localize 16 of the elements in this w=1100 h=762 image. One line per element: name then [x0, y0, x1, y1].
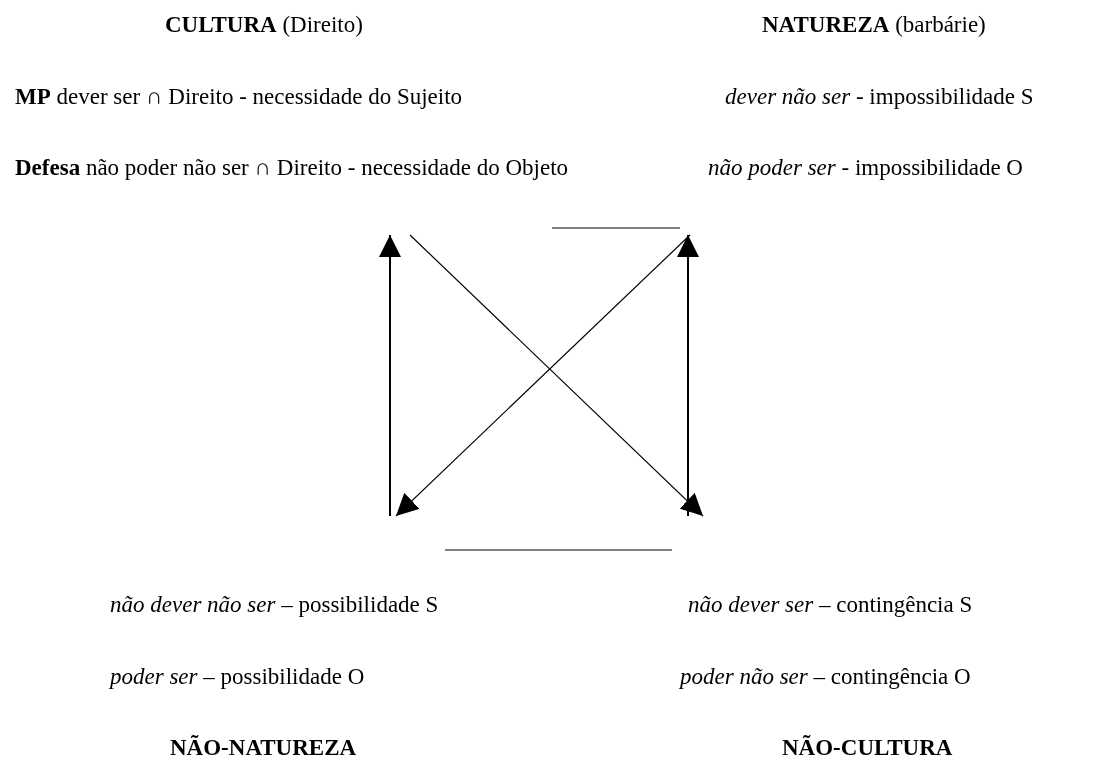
- connector-line: [551, 227, 681, 229]
- modality-text: não poder ser - impossibilidade O: [708, 155, 1023, 181]
- corner-heading: NÃO-CULTURA: [782, 735, 953, 761]
- modality-text: não dever ser – contingência S: [688, 592, 973, 618]
- modality-text: MP dever ser ∩ Direito - necessidade do Sujeito: [15, 84, 463, 110]
- arrow: [677, 234, 699, 517]
- modality-text: poder ser – possibilidade O: [110, 664, 365, 690]
- connector-line: [444, 549, 673, 551]
- corner-heading: NATUREZA (barbárie): [762, 12, 986, 38]
- modality-text: não dever não ser – possibilidade S: [110, 592, 439, 618]
- modality-text: dever não ser - impossibilidade S: [725, 84, 1034, 110]
- modality-text: poder não ser – contingência O: [680, 664, 971, 690]
- modality-text: Defesa não poder não ser ∩ Direito - necessidade do Objeto: [15, 155, 569, 181]
- corner-heading: NÃO-NATUREZA: [170, 735, 357, 761]
- arrow: [379, 234, 401, 517]
- corner-heading: CULTURA (Direito): [165, 12, 363, 38]
